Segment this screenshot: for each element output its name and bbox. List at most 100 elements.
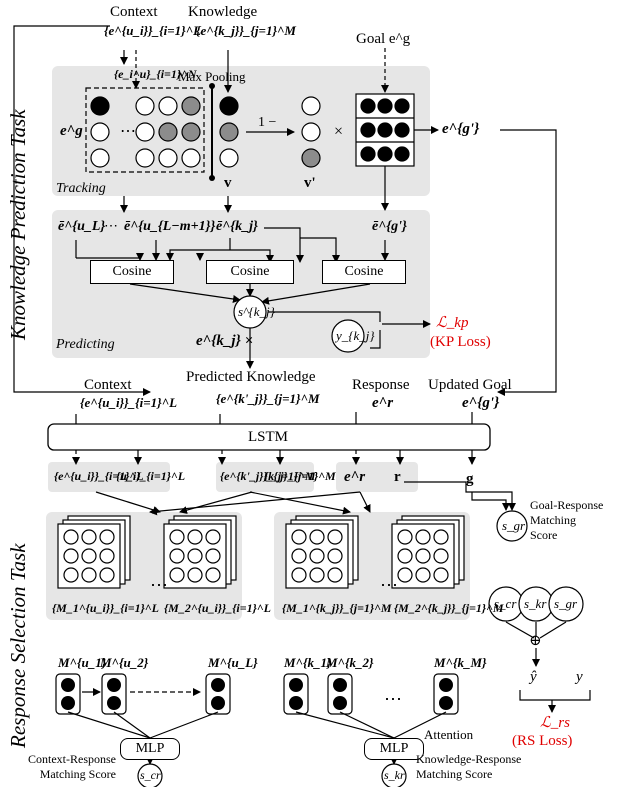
- matrix-cell: [81, 548, 97, 564]
- matrix-cell: [415, 548, 431, 564]
- lstm-out-eu: {e^{u_i}}_{i=1}^L: [54, 469, 144, 483]
- matrix-cell: [415, 529, 431, 545]
- mlp-box-2: MLP: [364, 738, 424, 760]
- similarity-matrix-stacks: [57, 515, 465, 589]
- matrix-cell: [81, 529, 97, 545]
- response-emb-panel: [336, 462, 418, 492]
- matching-vector-node: [439, 678, 453, 692]
- M-kM-label: M^{k_M}: [434, 655, 487, 670]
- context-response-score-label: Context-Response Matching Score: [28, 752, 116, 781]
- matrix-cell: [397, 548, 413, 564]
- kp-loss-symbol: ℒ_kp: [436, 315, 469, 331]
- lstm-out-k: {k_j}_{j=1}^M: [264, 469, 336, 483]
- matching-vector-node: [211, 696, 225, 710]
- matrix-cell: [327, 567, 343, 583]
- v-prime-column: [301, 96, 321, 168]
- M1-u-label: {M_1^{u_i}}_{i=1}^L: [52, 601, 159, 615]
- attention-label: Attention: [424, 727, 474, 742]
- bottom-columns: [55, 673, 459, 715]
- y-kj-label: y_{k_j}: [336, 328, 375, 343]
- matrix-cell: [415, 567, 431, 583]
- matrix-cell: [327, 529, 343, 545]
- mlp-output-s-kr: [381, 763, 407, 787]
- kp-loss-label: (KP Loss): [430, 334, 491, 350]
- context-matrix-dots: ⋯: [150, 575, 168, 595]
- matching-vector-node: [289, 696, 303, 710]
- M1-k-label: {M_1^{k_j}}_{j=1}^M: [282, 601, 392, 615]
- matrix-cell: [291, 529, 307, 545]
- M-u1-label: M^{u_1}: [58, 655, 107, 670]
- s-gr-middle-label: s_gr: [502, 518, 526, 533]
- y-kj-node: [331, 319, 365, 353]
- matrix-cell: [291, 548, 307, 564]
- one-minus-label: 1 −: [258, 115, 277, 130]
- matrix-cell: [187, 567, 203, 583]
- v-prime-label: v': [304, 175, 316, 191]
- e-bar-g-prime: ē^{g'}: [372, 219, 407, 234]
- middle-context-set: {e^{u_i}}_{i=1}^L: [80, 395, 178, 410]
- max-pooling-label: Max Pooling: [178, 69, 246, 84]
- y-label: y: [576, 669, 583, 685]
- lstm-out-r: r: [394, 469, 401, 485]
- e-bar-uLm: ē^{u_{L−m+1}}: [124, 219, 216, 234]
- cosine-box-3: Cosine: [322, 260, 406, 284]
- matrix-cell: [169, 529, 185, 545]
- response-label: Response: [352, 377, 410, 393]
- matrix-cell: [81, 567, 97, 583]
- goal-label: Goal e^g: [356, 31, 411, 47]
- s-cr-bottom-label: s_cr: [140, 768, 161, 782]
- context-set: {e^{u_i}}_{i=1}^L: [104, 23, 202, 38]
- oplus-symbol: ⊕: [529, 633, 542, 649]
- lstm-label: LSTM: [248, 429, 289, 445]
- matching-vector-node: [333, 678, 347, 692]
- matching-vector-node: [211, 678, 225, 692]
- M2-u-label: {M_2^{u_i}}_{i=1}^L: [164, 601, 271, 615]
- matching-vector-node: [107, 678, 121, 692]
- matching-vector-node: [439, 696, 453, 710]
- knowledge-response-score-label: Knowledge-Response Matching Score: [416, 752, 522, 781]
- lstm-out-er: e^r: [344, 469, 366, 485]
- context-emb-panel: [48, 462, 170, 492]
- updated-goal-eg-prime: e^{g'}: [442, 121, 480, 137]
- matrix-cell: [397, 567, 413, 583]
- s-kj-label: s^{k_j}: [238, 304, 275, 319]
- lstm-box: [47, 423, 491, 451]
- matrix-cell: [63, 567, 79, 583]
- goal-embedding-eg: e^g: [60, 123, 83, 139]
- lstm-out-ek: {e^{k'_j}}_{j=1}^M: [220, 469, 316, 483]
- updated-goal-label: Updated Goal: [428, 377, 512, 393]
- knowledge-prediction-task-label: Knowledge Prediction Task: [6, 109, 30, 340]
- lstm-out-g: g: [466, 471, 474, 487]
- knowledge-matrix-dots: ⋯: [380, 575, 398, 595]
- lstm-out-u: {u_i}_{i=1}^L: [116, 469, 186, 483]
- matrix-cell: [99, 567, 115, 583]
- predicting-label: Predicting: [56, 337, 115, 352]
- matching-vector-node: [61, 678, 75, 692]
- e-bar-kj: ē^{k_j}: [216, 219, 258, 234]
- goal-response-score-label: Goal-Response Matching Score: [530, 498, 604, 542]
- s-kr-label: s_kr: [524, 596, 547, 611]
- matrix-cell: [99, 529, 115, 545]
- context-label: Context: [110, 4, 158, 20]
- predicted-knowledge-set: {e^{k'_j}}_{j=1}^M: [216, 391, 320, 406]
- knowledge-set: {e^{k_j}}_{j=1}^M: [196, 23, 296, 38]
- v-label: v: [224, 175, 232, 191]
- matrix-cell: [433, 548, 449, 564]
- M-k1-label: M^{k_1}: [284, 655, 332, 670]
- matrix-cell: [327, 548, 343, 564]
- matching-vector-node: [289, 678, 303, 692]
- knowledge-label: Knowledge: [188, 4, 258, 20]
- M-k2-label: M^{k_2}: [326, 655, 374, 670]
- matrix-cell: [63, 548, 79, 564]
- matrix-cell: [433, 529, 449, 545]
- embedding-columns: [90, 96, 201, 168]
- updated-goal-math: e^{g'}: [462, 395, 500, 411]
- cosine-box-1: Cosine: [90, 260, 174, 284]
- middle-context-label: Context: [84, 377, 132, 393]
- M2-k-label: {M_2^{k_j}}_{j=1}^M: [394, 601, 504, 615]
- rs-loss-symbol: ℒ_rs: [540, 715, 570, 731]
- matrix-cell: [205, 567, 221, 583]
- matrix-cell: [433, 567, 449, 583]
- s-gr-node-middle: [496, 510, 528, 542]
